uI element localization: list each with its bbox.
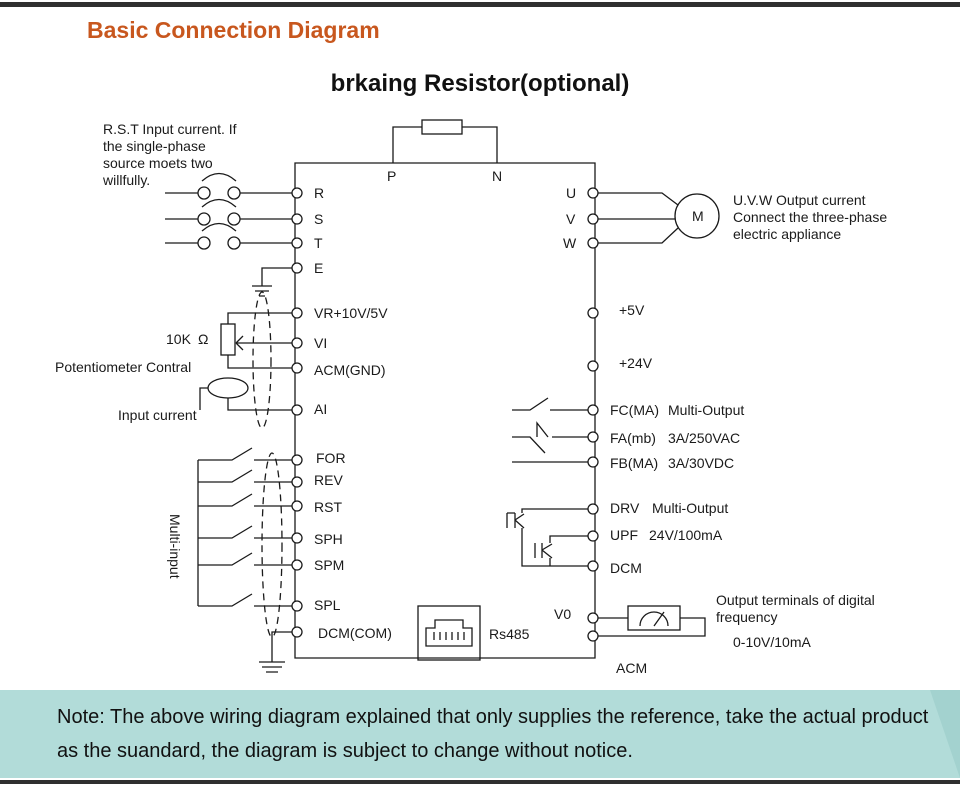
diagram-title: brkaing Resistor(optional) xyxy=(330,70,630,97)
terminal-upf: UPF xyxy=(610,527,638,543)
relay-spec: 3A/250VAC xyxy=(668,430,740,446)
terminal-sph: SPH xyxy=(314,531,343,547)
motor-label: M xyxy=(692,208,704,224)
terminal-rst: RST xyxy=(314,499,342,515)
freq-spec: 0-10V/10mA xyxy=(733,634,811,650)
potentiometer-label: Potentiometer Contral xyxy=(55,359,191,375)
motor xyxy=(674,193,720,239)
shield-dashed-digital xyxy=(261,452,283,638)
input-note-line: the single-phase xyxy=(103,138,206,154)
terminal-p: P xyxy=(387,168,396,184)
terminal-spl: SPL xyxy=(314,597,341,613)
note-bar xyxy=(0,690,960,778)
note-bar-edge xyxy=(930,690,960,778)
section-title: Basic Connection Diagram xyxy=(87,17,380,43)
terminal-acm-gnd: ACM(GND) xyxy=(314,362,386,378)
freq-note-line: frequency xyxy=(716,609,777,625)
terminal-dcm: DCM xyxy=(610,560,642,576)
rs485-label: Rs485 xyxy=(489,626,530,642)
input-note-line: willfully. xyxy=(102,172,150,188)
rs485-jack xyxy=(417,605,481,661)
frequency-meter xyxy=(595,605,706,637)
terminal-points xyxy=(291,187,599,642)
terminal-fa: FA(mb) xyxy=(610,430,656,446)
terminal-acm: ACM xyxy=(616,660,647,676)
wiring-diagram: P N R.S.T Input current. If the single-p… xyxy=(55,119,887,676)
relay-spec: 3A/30VDC xyxy=(668,455,734,471)
terminal-fb: FB(MA) xyxy=(610,455,658,471)
resistor-value: 10K xyxy=(166,331,192,347)
terminal-vr: VR+10V/5V xyxy=(314,305,388,321)
top-rule xyxy=(0,2,960,7)
input-breakers xyxy=(165,172,295,250)
input-note-line: source moets two xyxy=(103,155,213,171)
terminal-w: W xyxy=(563,235,577,251)
braking-wire xyxy=(392,126,498,163)
terminal-rev: REV xyxy=(314,472,343,488)
terminal-u: U xyxy=(566,185,576,201)
transistor-spec: Multi-Output xyxy=(652,500,728,516)
terminal-24v: +24V xyxy=(619,355,653,371)
terminal-spm: SPM xyxy=(314,557,344,573)
terminal-t: T xyxy=(314,235,323,251)
terminal-fc: FC(MA) xyxy=(610,402,659,418)
output-note-line: U.V.W Output current xyxy=(733,192,866,208)
terminal-s: S xyxy=(314,211,323,227)
input-note-line: R.S.T Input current. If xyxy=(103,121,237,137)
freq-note-line: Output terminals of digital xyxy=(716,592,875,608)
terminal-e: E xyxy=(314,260,323,276)
input-current-label: Input current xyxy=(118,407,197,423)
potentiometer xyxy=(199,312,295,411)
terminal-ai: AI xyxy=(314,401,327,417)
multi-input-switches xyxy=(197,447,295,673)
earth-symbol xyxy=(252,267,295,297)
terminal-drv: DRV xyxy=(610,500,640,516)
terminal-5v: +5V xyxy=(619,302,645,318)
terminal-for: FOR xyxy=(316,450,346,466)
transistor-spec: 24V/100mA xyxy=(649,527,723,543)
terminal-dcm-com: DCM(COM) xyxy=(318,625,392,641)
output-note-line: Connect the three-phase xyxy=(733,209,887,225)
terminal-vi: VI xyxy=(314,335,327,351)
terminal-r: R xyxy=(314,185,324,201)
ohm-icon: Ω xyxy=(198,331,208,347)
note-text: Note: The above wiring diagram explained… xyxy=(57,706,929,762)
transistor-outputs xyxy=(506,508,595,567)
shield-dashed-analog xyxy=(252,291,272,429)
output-note-line: electric appliance xyxy=(733,226,841,242)
inverter-body xyxy=(294,162,596,659)
relay-spec: Multi-Output xyxy=(668,402,744,418)
bottom-rule xyxy=(0,780,960,784)
terminal-v0: V0 xyxy=(554,606,571,622)
relay-contacts xyxy=(512,397,595,463)
terminal-n: N xyxy=(492,168,502,184)
motor-wires xyxy=(595,192,679,244)
terminal-v: V xyxy=(566,211,576,227)
multi-input-label: Multi-input xyxy=(167,514,183,579)
braking-resistor xyxy=(421,119,463,135)
